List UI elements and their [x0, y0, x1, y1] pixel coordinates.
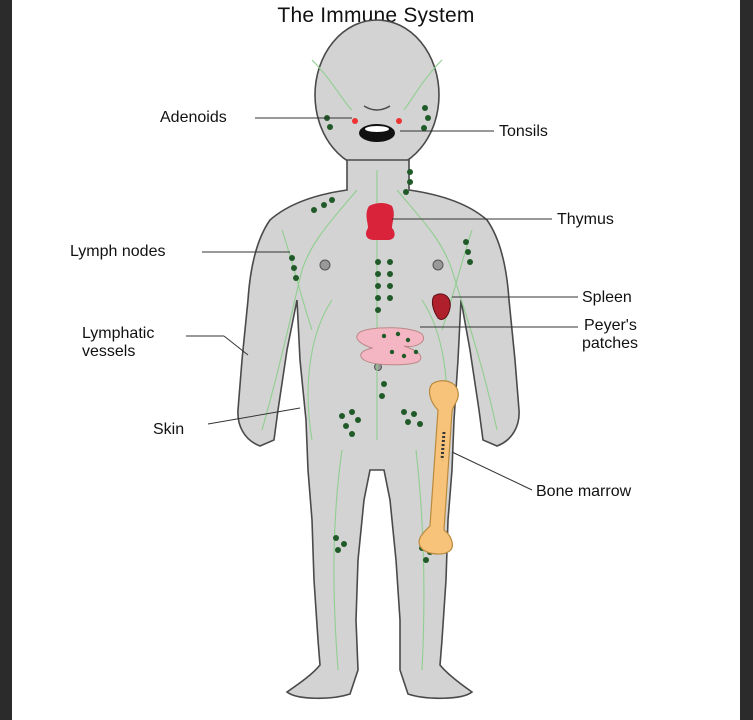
- label-peyers-patches-2: patches: [582, 336, 638, 352]
- label-skin: Skin: [153, 422, 184, 438]
- teeth: [365, 126, 389, 132]
- label-tonsils: Tonsils: [499, 124, 548, 140]
- diagram-frame: The Immune System: [12, 0, 740, 720]
- label-lymphatic-vessels-1: Lymphatic: [82, 326, 154, 342]
- label-peyers-patches-1: Peyer's: [584, 318, 637, 334]
- label-lymph-nodes: Lymph nodes: [70, 244, 165, 260]
- label-bone-marrow: Bone marrow: [536, 484, 631, 500]
- peyers-patches-organ: [357, 328, 424, 365]
- adenoid-dot-left: [352, 118, 358, 124]
- label-lymphatic-vessels-2: vessels: [82, 344, 135, 360]
- nipple-left: [320, 260, 330, 270]
- adenoid-dot-right: [396, 118, 402, 124]
- label-adenoids: Adenoids: [160, 110, 227, 126]
- nipple-right: [433, 260, 443, 270]
- thymus-organ: [366, 203, 395, 240]
- body-illustration: [12, 0, 740, 720]
- label-spleen: Spleen: [582, 290, 632, 306]
- label-thymus: Thymus: [557, 212, 614, 228]
